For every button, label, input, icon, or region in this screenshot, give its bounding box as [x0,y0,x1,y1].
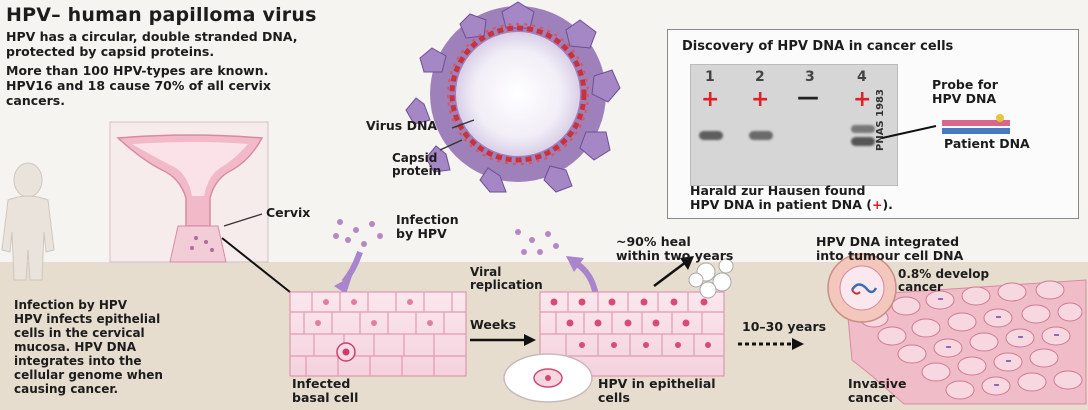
develop-label: 0.8% develop [898,267,990,281]
capsid-label-2: protein [392,164,442,178]
years-label: 10–30 years [742,319,827,334]
gel-band [851,137,875,146]
lane-mark: + [751,87,770,112]
lane-mark: — [797,85,819,110]
lane-number: 4 [857,69,867,85]
lane-mark: + [853,87,872,112]
heal-label: ~90% heal [616,234,691,249]
epithelial-label: HPV in epithelial [598,376,716,391]
lane-number: 3 [805,69,815,85]
human-silhouette [1,162,55,281]
gel-image: 1 2 3 4 + + — + PNAS 1983 [690,64,898,186]
probe-diagram [881,114,1010,139]
uterus-illustration [109,121,269,263]
tumour-cell-zoom [827,253,897,323]
intro-text: HPV has a circular, double stranded DNA,… [6,29,426,108]
gel-band [699,131,723,140]
virus-dna-label: Virus DNA [366,118,438,133]
footer-text-end: ). [882,197,893,212]
zoom-line [221,237,301,301]
intro-line: More than 100 HPV-types are known. [6,63,269,78]
infected-basal-label: Infected [292,376,351,391]
probe-label-2: HPV DNA [932,91,997,106]
footer-text: HPV DNA in patient DNA ( [690,197,872,212]
basal-cell-tissue [289,291,467,377]
infection-description: Infection by HPV HPV infects epithelial … [14,298,163,396]
discovery-panel: Discovery of HPV DNA in cancer cells 1 2… [667,29,1079,219]
virus-dna-pointer [451,119,475,129]
cervix-label: Cervix [266,205,311,220]
invasive-cancer-tissue [845,279,1087,405]
description-line: causing cancer. [14,382,119,396]
footer-plus: + [871,197,883,212]
description-line: cellular genome when [14,368,163,382]
intro-line: protected by capsid proteins. [6,44,215,59]
capsid-label: Capsid [392,151,438,165]
intro-line: HPV16 and 18 cause 70% of all cervix [6,78,271,93]
discovery-title: Discovery of HPV DNA in cancer cells [682,39,954,54]
integrated-label-2: into tumour cell DNA [816,248,964,263]
healthy-cells [688,258,734,299]
heal-arrow [653,261,687,287]
infection-label-2: by HPV [396,226,447,241]
infection-label: Infection [396,212,459,227]
infection-arrow [341,251,363,284]
description-line: integrates into the [14,354,142,368]
viral-replication-label-2: replication [470,278,543,292]
epithelial-cell-zoom [503,353,593,403]
capsid-pointer [439,139,463,151]
probe-label: Probe for [932,77,998,92]
lane-number: 1 [705,69,715,85]
description-line: cells in the cervical [14,326,145,340]
lane-mark: + [701,87,720,112]
lane-number: 2 [755,69,765,85]
intro-line: cancers. [6,93,65,108]
cervix-pointer [223,213,263,227]
infection-particles [333,219,559,255]
virus-particle [405,1,621,193]
description-line: mucosa. HPV DNA [14,340,136,354]
description-line: HPV infects epithelial [14,312,161,326]
gel-band [851,125,875,133]
discovery-footer-2: HPV DNA in patient DNA (+). [690,198,893,212]
develop-label-2: cancer [898,280,943,294]
epithelial-label-2: cells [598,390,630,405]
description-line: Infection by HPV [14,298,128,312]
viral-replication-label: Viral [470,265,502,279]
patient-dna-label: Patient DNA [944,136,1030,151]
weeks-label: Weeks [470,317,517,332]
discovery-footer: Harald zur Hausen found [690,183,866,198]
invasive-label: Invasive [848,376,907,391]
infected-basal-label-2: basal cell [292,390,359,405]
integrated-label: HPV DNA integrated [816,234,960,249]
invasive-label-2: cancer [848,390,895,405]
page-title: HPV– human papilloma virus [6,4,317,26]
heal-label-2: within two years [616,248,734,263]
intro-line: HPV has a circular, double stranded DNA, [6,29,298,44]
gel-band [749,131,773,140]
